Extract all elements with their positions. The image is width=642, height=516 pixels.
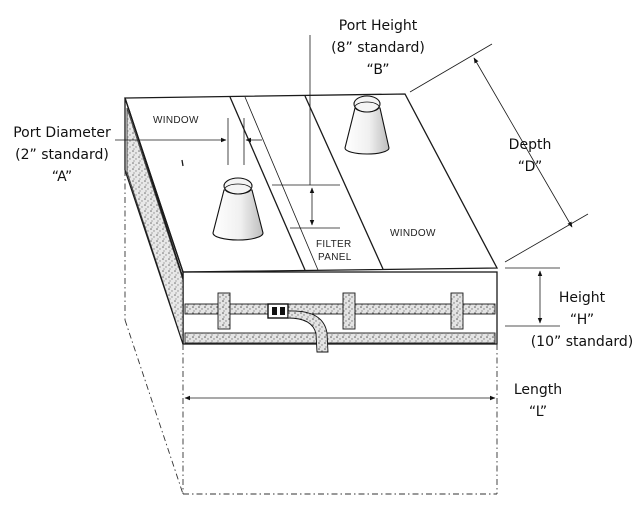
height-line3: (10” standard) [531, 334, 634, 350]
strap [287, 310, 329, 353]
port-height-line3: “B” [367, 62, 390, 78]
length-line1: Length [514, 382, 562, 398]
depth-line2: “D” [518, 159, 542, 175]
dimension-port-diameter [115, 118, 262, 165]
dimension-height [505, 267, 560, 327]
port-cone-right [344, 95, 390, 155]
clamp-block-center [342, 292, 356, 330]
length-line2: “L” [529, 404, 547, 420]
housing-front-face [182, 271, 498, 353]
clamp-block-right [450, 292, 464, 330]
dimension-port-height [272, 35, 340, 229]
phantom-extension [124, 170, 498, 495]
depth-line1: Depth [509, 137, 552, 153]
port-diameter-line2: (2” standard) [15, 147, 109, 163]
filter-panel-label-line2: PANEL [318, 252, 352, 263]
filter-panel-label-line1: FILTER [316, 239, 352, 250]
window-right-label: WINDOW [390, 228, 436, 239]
window-left-label: WINDOW [153, 115, 199, 126]
clamp-block-left [217, 292, 231, 330]
height-line2: “H” [570, 312, 594, 328]
port-cone-left [212, 177, 264, 241]
port-diameter-line3: “A” [52, 169, 73, 185]
port-diameter-line1: Port Diameter [13, 125, 111, 141]
port-height-line1: Port Height [339, 18, 418, 34]
housing-left-face [124, 97, 184, 345]
port-height-line2: (8” standard) [331, 40, 425, 56]
dimension-depth [409, 43, 589, 263]
height-line1: Height [559, 290, 606, 306]
